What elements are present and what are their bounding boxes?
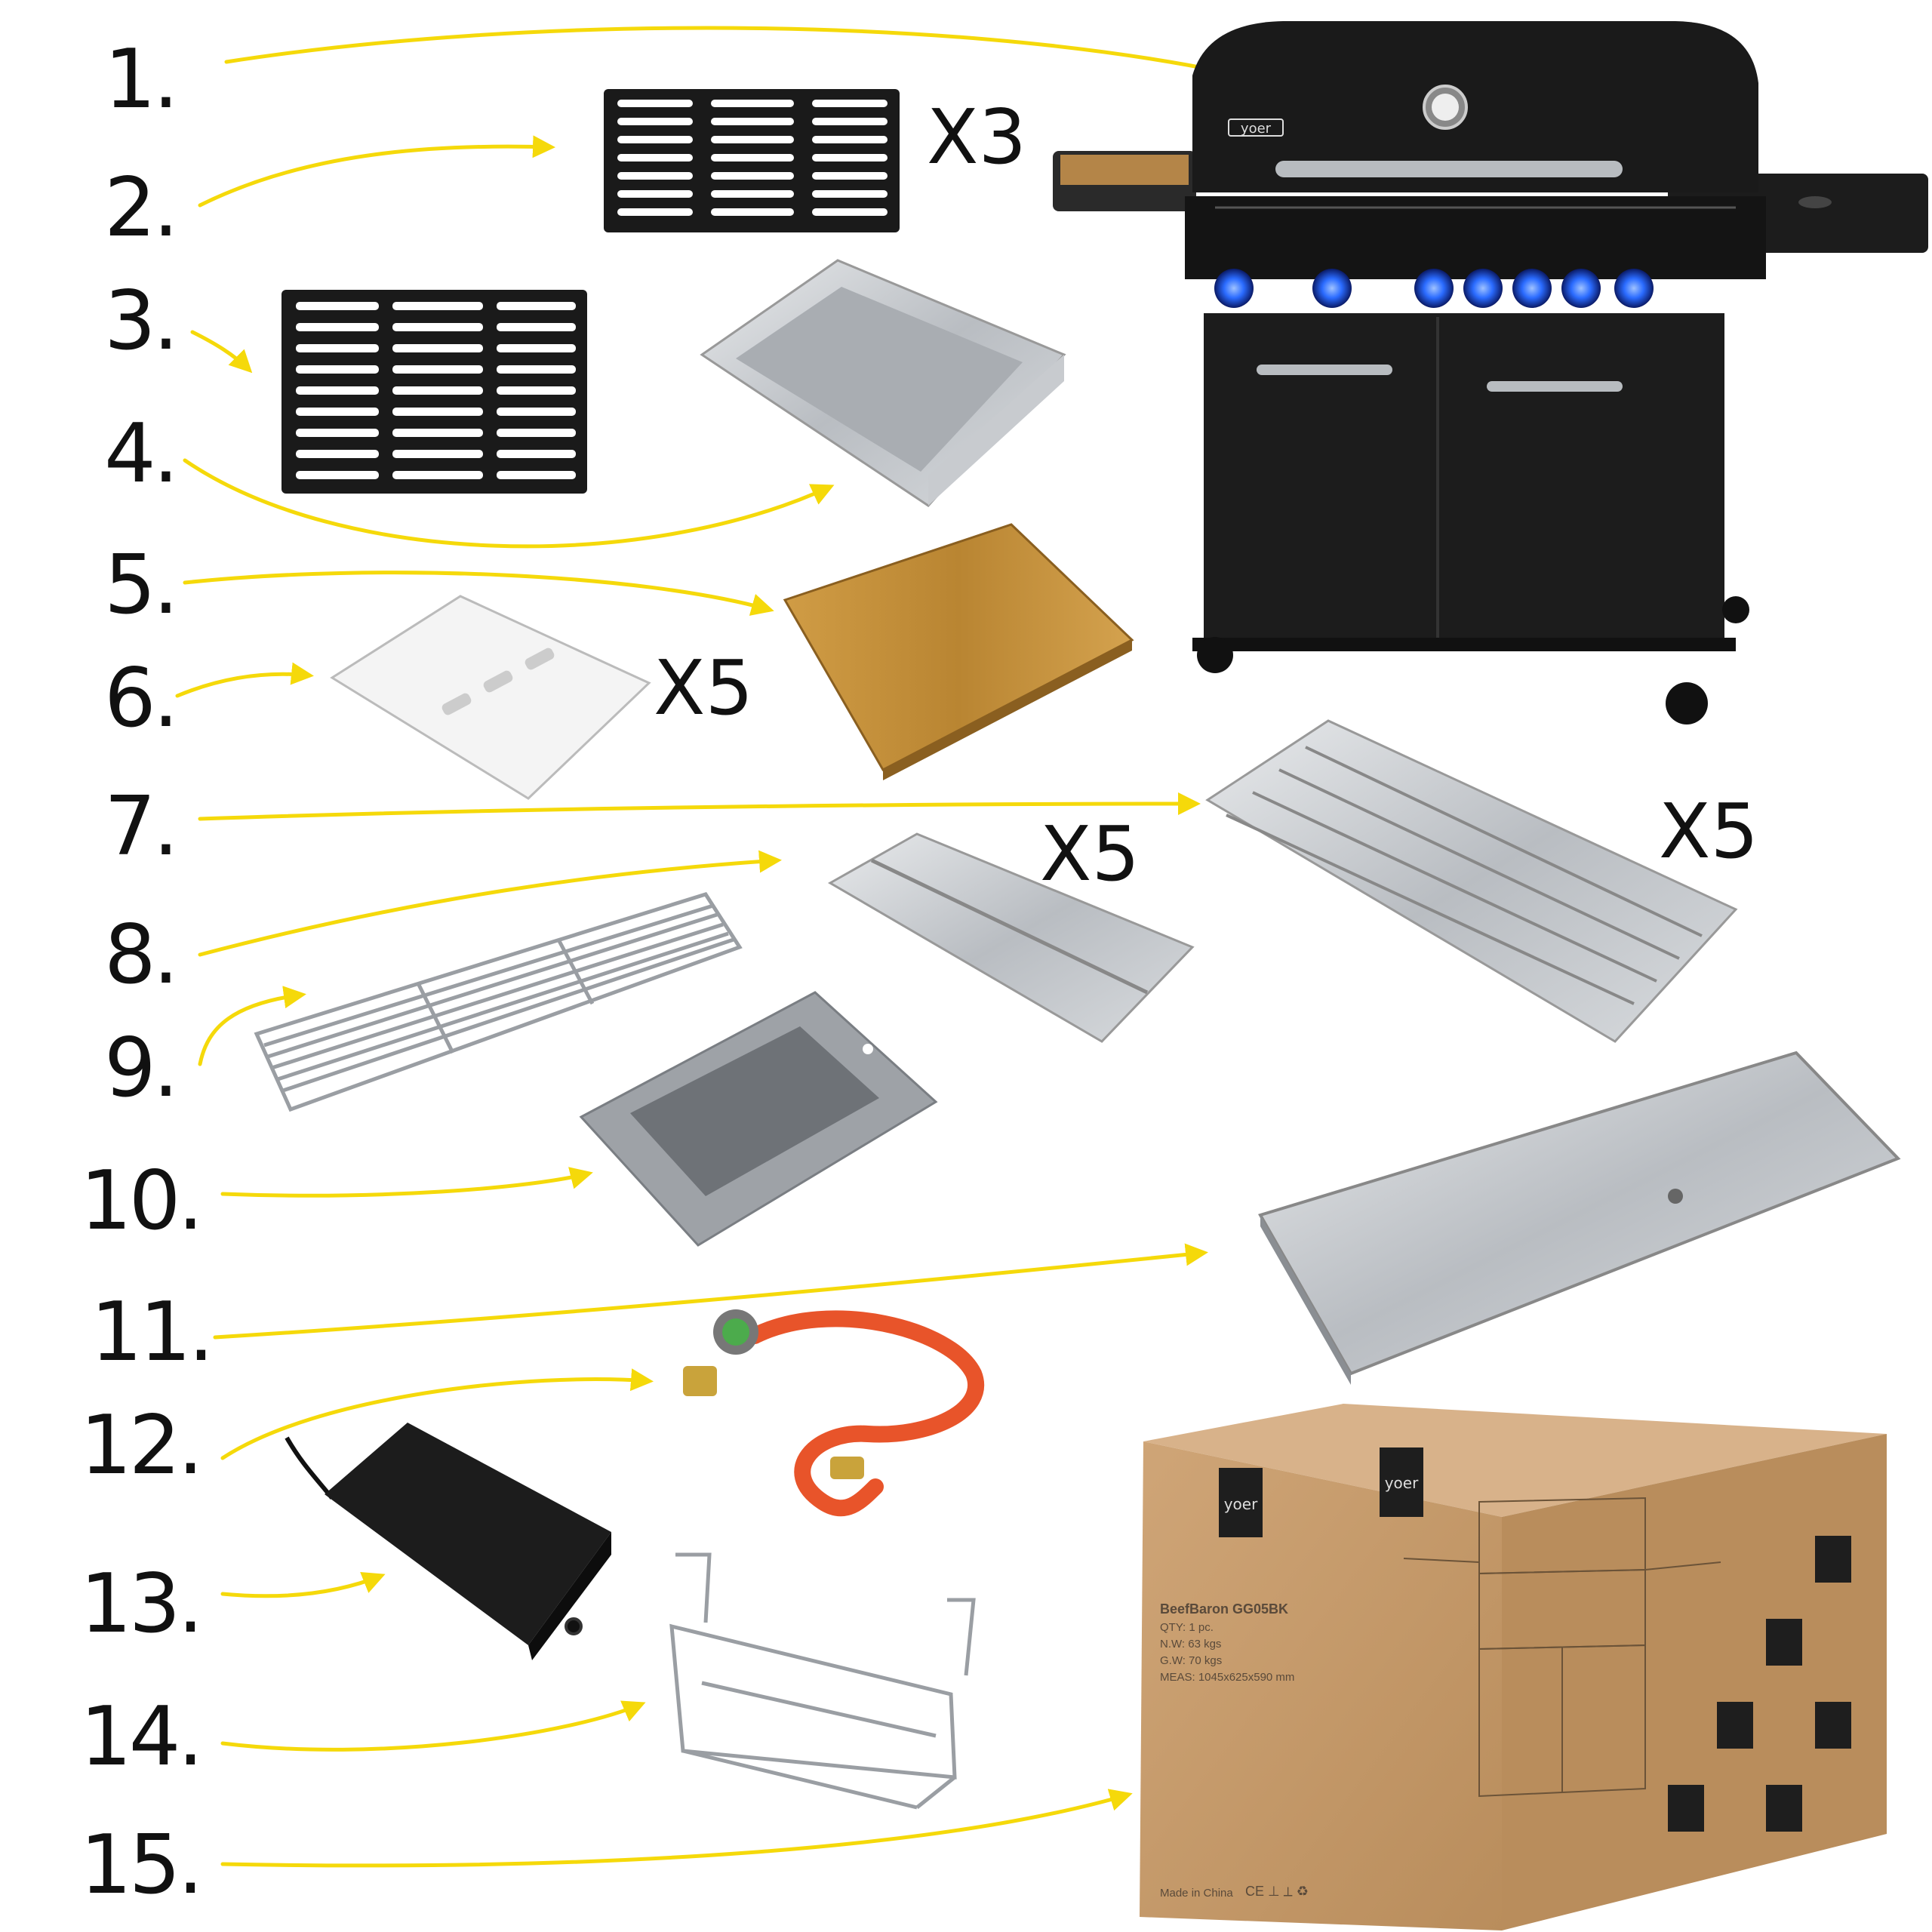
knob-4 [1463,269,1503,308]
grill-control-panel [1185,196,1766,279]
drip-tray [1258,1051,1901,1385]
box-icons [1668,1536,1851,1832]
item-number-12: 12. [80,1398,204,1493]
item-number-11: 11. [91,1285,214,1380]
qty-flame-tamer-large: X5 [1659,787,1759,875]
box-qty: QTY: 1 pc. [1160,1621,1214,1634]
grill-knobs [1214,269,1654,308]
steel-pan [700,259,1066,507]
item-number-15: 15. [80,1818,204,1912]
grate-top [604,89,900,232]
grill-brand: yoer [1241,121,1272,137]
knob-6 [1561,269,1601,308]
box-side [1502,1434,1887,1930]
qty-plates: X5 [654,644,754,732]
item-number-6: 6. [104,651,179,746]
arrow-1 [224,26,1227,79]
box-brand-front: yoer [1224,1495,1258,1513]
item-number-1: 1. [104,32,179,127]
grill-handle [1275,161,1623,177]
arrow-2 [198,135,555,208]
grate-large [281,290,587,494]
arrow-13 [220,1571,386,1598]
arrow-7 [198,792,1201,821]
qty-flame-tamer-small: X5 [1040,810,1140,898]
arrows [175,26,1227,1868]
arrow-12 [220,1368,654,1460]
grease-cup [579,991,938,1247]
grill-door-handle-right [1487,381,1623,392]
arrow-14 [220,1700,646,1752]
grill-wheel-right [1666,682,1708,724]
box-origin: Made in China [1160,1887,1233,1900]
grill-wheel-left [1197,637,1233,673]
box-marks: CE ⊥ ⟂ ♻ [1245,1884,1309,1899]
item-number-7: 7. [104,780,179,874]
grill-door-handle-left [1257,365,1392,375]
box-grill-outline [1403,1497,1721,1798]
box-brand-side: yoer [1385,1474,1419,1492]
grill-image: yoer [1053,21,1928,724]
item-number-3: 3. [104,274,179,368]
wire-basket [669,1552,976,1810]
item-number-13: 13. [80,1557,204,1651]
grill-lid [1192,21,1758,192]
cover-plate [330,595,651,800]
arrow-5 [183,571,774,616]
arrow-8 [198,850,782,957]
item-number-10: 10. [80,1154,204,1248]
box-meas: MEAS: 1045x625x590 mm [1160,1671,1295,1684]
item-number-2: 2. [104,161,179,255]
flame-tamer-small [827,832,1195,1043]
knob-7 [1614,269,1654,308]
item-number-4: 4. [104,407,179,501]
knob-1 [1214,269,1254,308]
arrow-11 [213,1243,1208,1340]
arrow-3 [190,330,253,374]
item-number-14: 14. [80,1690,204,1784]
flame-tamer-large [1205,719,1738,1043]
cutting-board [783,523,1134,780]
knob-2 [1312,269,1352,308]
knob-3 [1414,269,1454,308]
item-number-9: 9. [104,1021,179,1115]
box-front [1140,1441,1502,1930]
box-nw: N.W: 63 kgs [1160,1638,1222,1651]
arrow-10 [220,1167,593,1198]
knob-5 [1512,269,1552,308]
qty-grates: X3 [927,93,1027,181]
item-number-5: 5. [104,538,179,632]
grill-cabinet [1204,313,1724,638]
arrow-6 [175,662,314,698]
arrow-15 [220,1789,1133,1868]
cardboard-box: yoer yoer [1140,1404,1887,1930]
arrow-9 [198,986,306,1066]
box-gw: G.W: 70 kgs [1160,1654,1223,1667]
ignition-box [285,1423,611,1660]
grill-wheel-back [1722,596,1749,623]
box-model: BeefBaron GG05BK [1160,1601,1289,1617]
warming-rack [254,892,743,1112]
gas-regulator [683,1309,984,1517]
arrow-4 [183,458,835,549]
item-number-8: 8. [104,908,179,1002]
